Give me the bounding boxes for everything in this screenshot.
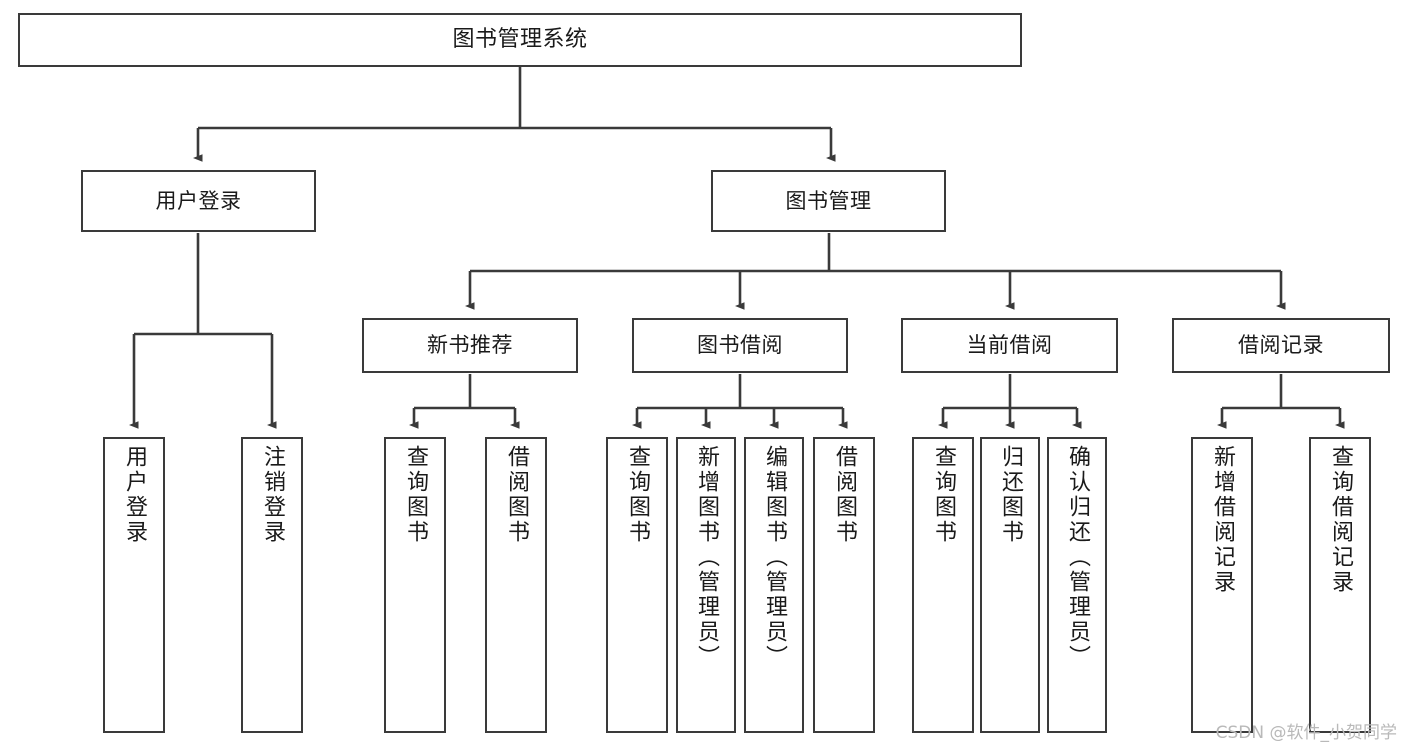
leaf-query-record-label: 查询借阅记录: [1327, 445, 1353, 595]
node-user-login-label: 用户登录: [155, 188, 242, 213]
leaf-query-record[interactable]: 查询借阅记录: [1309, 437, 1371, 733]
leaf-confirm-return-label: 确认归还（管理员）: [1064, 445, 1090, 670]
leaf-query-book-3[interactable]: 查询图书: [912, 437, 974, 733]
leaf-borrow-book-1-label: 借阅图书: [503, 445, 529, 545]
leaf-add-record-label: 新增借阅记录: [1209, 445, 1235, 595]
leaf-borrow-book-2-label: 借阅图书: [831, 445, 857, 545]
node-book-manage-label: 图书管理: [785, 188, 872, 213]
node-new-book-recommend[interactable]: 新书推荐: [362, 318, 578, 373]
leaf-add-record[interactable]: 新增借阅记录: [1191, 437, 1253, 733]
leaf-query-book-3-label: 查询图书: [930, 445, 956, 545]
leaf-query-book-1-label: 查询图书: [402, 445, 428, 545]
leaf-edit-book-label: 编辑图书（管理员）: [761, 445, 787, 670]
leaf-confirm-return[interactable]: 确认归还（管理员）: [1047, 437, 1107, 733]
leaf-query-book-2[interactable]: 查询图书: [606, 437, 668, 733]
node-root-label: 图书管理系统: [452, 27, 588, 53]
node-borrow-record[interactable]: 借阅记录: [1172, 318, 1390, 373]
node-book-manage[interactable]: 图书管理: [711, 170, 946, 232]
leaf-query-book-1[interactable]: 查询图书: [384, 437, 446, 733]
node-new-book-recommend-label: 新书推荐: [427, 333, 513, 358]
leaf-return-book-label: 归还图书: [997, 445, 1023, 545]
leaf-user-login[interactable]: 用户登录: [103, 437, 165, 733]
leaf-add-book[interactable]: 新增图书（管理员）: [676, 437, 736, 733]
leaf-user-logout[interactable]: 注销登录: [241, 437, 303, 733]
watermark: CSDN @软件_小贺同学: [1215, 723, 1397, 743]
leaf-user-login-label: 用户登录: [121, 445, 147, 545]
node-user-login[interactable]: 用户登录: [81, 170, 316, 232]
node-borrow-record-label: 借阅记录: [1238, 333, 1324, 358]
leaf-add-book-label: 新增图书（管理员）: [693, 445, 719, 670]
node-root[interactable]: 图书管理系统: [18, 13, 1022, 67]
leaf-edit-book[interactable]: 编辑图书（管理员）: [744, 437, 804, 733]
node-current-borrow[interactable]: 当前借阅: [901, 318, 1118, 373]
leaf-borrow-book-2[interactable]: 借阅图书: [813, 437, 875, 733]
node-current-borrow-label: 当前借阅: [966, 333, 1053, 358]
node-book-borrow[interactable]: 图书借阅: [632, 318, 848, 373]
leaf-query-book-2-label: 查询图书: [624, 445, 650, 545]
leaf-return-book[interactable]: 归还图书: [980, 437, 1040, 733]
leaf-borrow-book-1[interactable]: 借阅图书: [485, 437, 547, 733]
node-book-borrow-label: 图书借阅: [697, 333, 783, 358]
leaf-user-logout-label: 注销登录: [259, 445, 285, 545]
